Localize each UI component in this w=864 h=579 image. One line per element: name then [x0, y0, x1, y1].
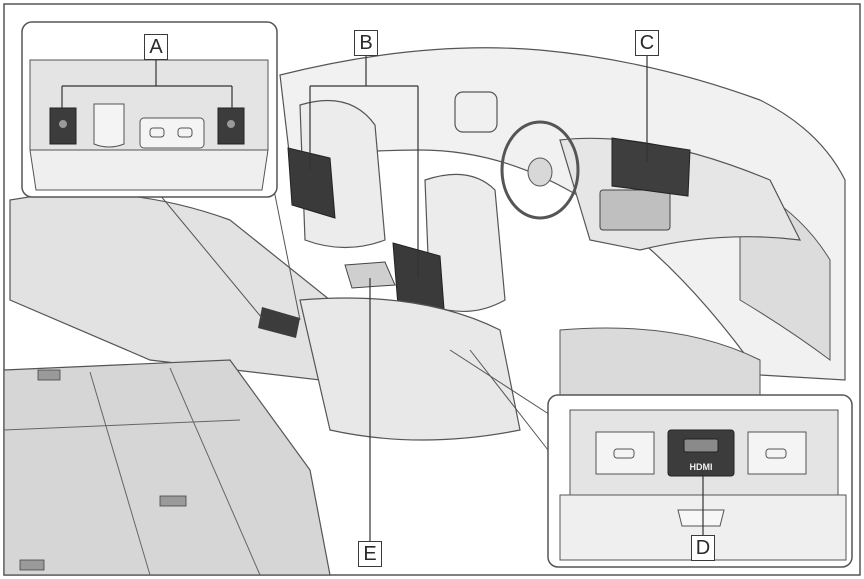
- inset-a-lid: [94, 104, 124, 147]
- inset-d-tab: [678, 510, 724, 526]
- cargo-tie-down-3: [20, 560, 44, 570]
- callout-d: D: [691, 535, 715, 561]
- cargo-tie-down-1: [160, 496, 186, 506]
- callout-b: B: [354, 30, 378, 56]
- rear-view-mirror: [455, 92, 497, 132]
- inset-d-bay-left: [596, 432, 654, 474]
- inset-a-outlet-left-dot: [59, 120, 67, 128]
- inset-a-console-lower: [30, 150, 268, 190]
- inset-d-hdmi-port: [684, 439, 718, 452]
- steering-hub: [528, 158, 552, 186]
- inset-d-bay-right: [748, 432, 806, 474]
- cargo-tie-down-2: [38, 370, 60, 380]
- callout-c: C: [635, 30, 659, 56]
- inset-a-outlet-right-dot: [227, 120, 235, 128]
- hdmi-port-label: HDMI: [690, 462, 713, 472]
- callout-e: E: [358, 541, 382, 567]
- center-console-screen: [600, 190, 670, 230]
- callout-a: A: [144, 34, 168, 60]
